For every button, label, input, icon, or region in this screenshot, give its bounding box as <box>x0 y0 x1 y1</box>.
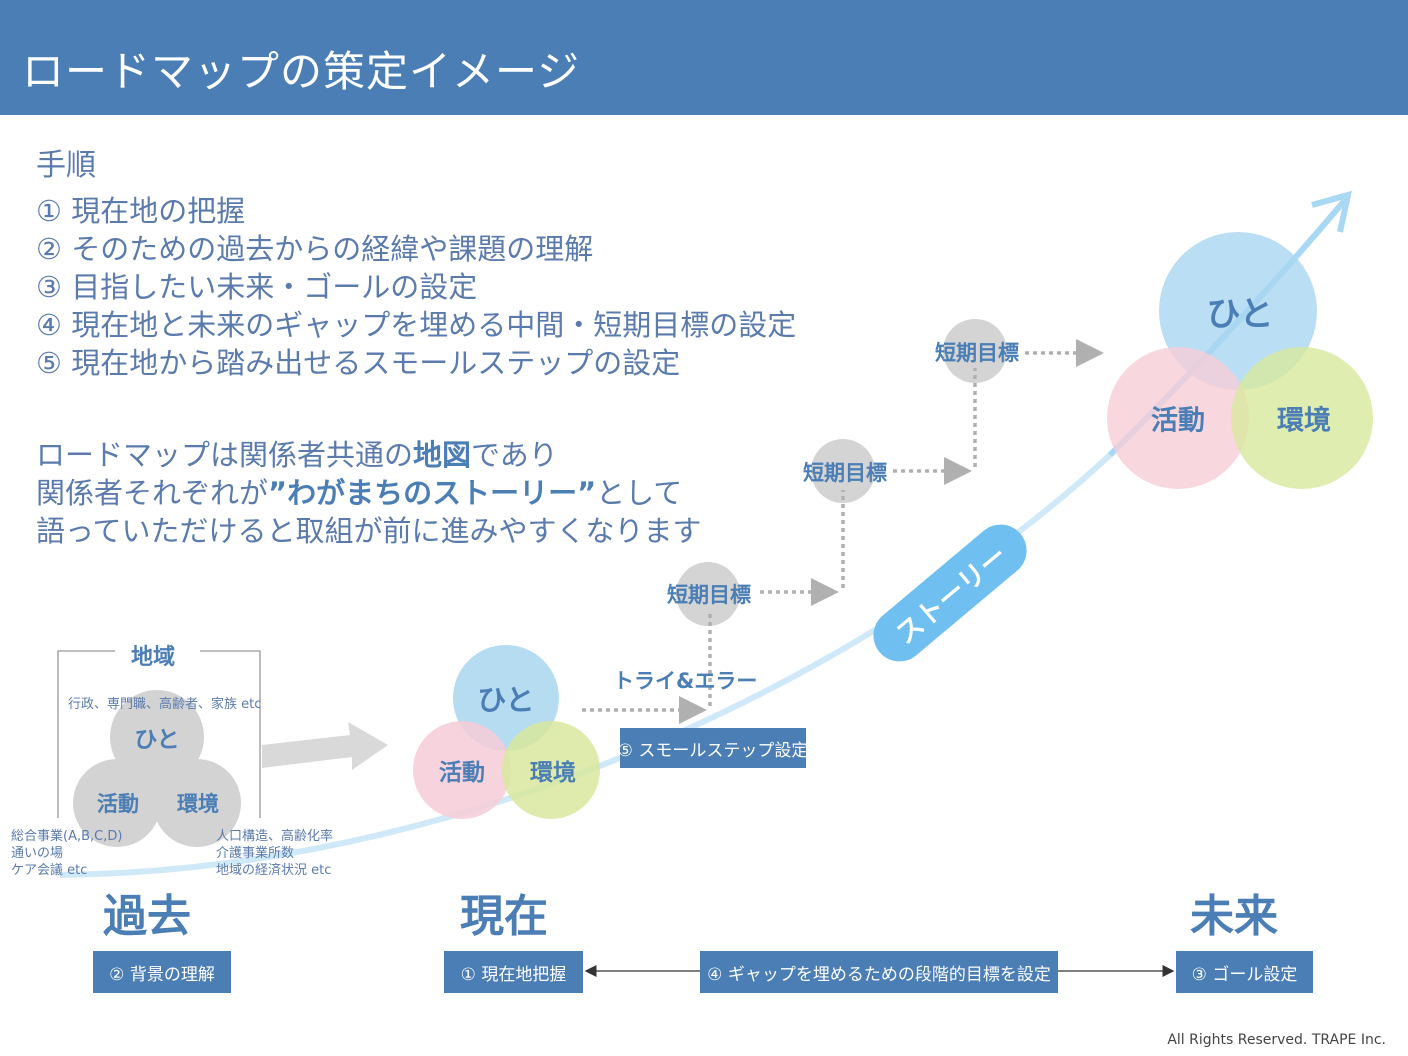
region-activity-label: 活動 <box>97 792 139 816</box>
present-environment-label: 環境 <box>530 760 576 786</box>
story-arrow-head-icon <box>1311 190 1352 233</box>
emphasis-map: 地図 <box>413 438 472 472</box>
past-to-present-arrow <box>262 722 388 770</box>
region-activity-circle <box>73 759 161 847</box>
short-term-goal-label-3: 短期目標 <box>935 341 1019 365</box>
past-background-box: ② 背景の理解 <box>93 951 231 993</box>
region-frame <box>57 650 261 818</box>
future-activity-circle <box>1107 347 1249 489</box>
era-future: 未来 <box>1190 891 1278 942</box>
steps-heading: 手順 <box>36 148 96 183</box>
short-term-goal-label-1: 短期目標 <box>667 583 751 607</box>
page-title: ロードマップの策定イメージ <box>22 47 581 96</box>
short-term-goal-label-2: 短期目標 <box>803 461 887 485</box>
region-people-circle <box>110 690 204 784</box>
short-term-goal-circle-3 <box>943 319 1007 383</box>
present-activity-label: 活動 <box>439 760 485 786</box>
future-activity-label: 活動 <box>1151 405 1205 437</box>
step-item: ② そのための過去からの経緯や課題の理解 <box>36 232 594 266</box>
gap-goal-box: ④ ギャップを埋めるための段階的目標を設定 <box>700 951 1058 993</box>
roadmap-description: ロードマップは関係者共通の地図であり 関係者それぞれが”わがまちのストーリー”と… <box>36 436 702 550</box>
region-people-note: 行政、専門職、高齢者、家族 etc <box>68 697 262 712</box>
present-activity-circle <box>413 721 511 819</box>
future-environment-circle <box>1231 347 1373 489</box>
goal-setting-box: ③ ゴール設定 <box>1176 951 1313 993</box>
copyright: All Rights Reserved. TRAPE Inc. <box>1167 1032 1386 1048</box>
future-people-label: ひと <box>1206 294 1274 335</box>
future-environment-label: 環境 <box>1277 405 1331 437</box>
short-term-goal-circle-2 <box>811 439 875 503</box>
title-bar <box>0 0 1408 115</box>
small-step-box: ⑤ スモールステップ設定 <box>618 728 808 768</box>
region-title: 地域 <box>131 645 176 670</box>
emphasis-story: ”わがまちのストーリー” <box>268 476 597 510</box>
region-activity-note: 総合事業(A,B,C,D) 通いの場 ケア会議 etc <box>11 829 123 878</box>
present-environment-circle <box>502 721 600 819</box>
region-environment-note: 人口構造、高齢化率 介護事業所数 地域の経済状況 etc <box>216 829 334 878</box>
description-line-3: 語っていただけると取組が前に進みやすくなります <box>36 514 702 548</box>
trial-error-label: トライ&エラー <box>613 669 758 693</box>
step-item: ① 現在地の把握 <box>36 194 246 228</box>
description-line-1: ロードマップは関係者共通の地図であり <box>36 438 558 472</box>
step-item: ④ 現在地と未来のギャップを埋める中間・短期目標の設定 <box>36 308 797 342</box>
region-environment-circle <box>153 759 241 847</box>
steps-list: ① 現在地の把握 ② そのための過去からの経緯や課題の理解 ③ 目指したい未来・… <box>36 192 796 382</box>
era-present: 現在 <box>460 891 548 942</box>
step-item: ③ 目指したい未来・ゴールの設定 <box>36 270 478 304</box>
era-past: 過去 <box>103 891 191 942</box>
step-item: ⑤ 現在地から踏み出せるスモールステップの設定 <box>36 346 681 380</box>
region-environment-label: 環境 <box>177 792 219 816</box>
short-term-goal-circle-1 <box>676 562 740 626</box>
description-line-2: 関係者それぞれが”わがまちのストーリー”として <box>36 476 683 510</box>
region-people-label: ひと <box>134 727 180 753</box>
present-people-label: ひと <box>477 683 535 717</box>
story-pill <box>873 524 1027 662</box>
present-position-box: ① 現在地把握 <box>444 951 583 993</box>
